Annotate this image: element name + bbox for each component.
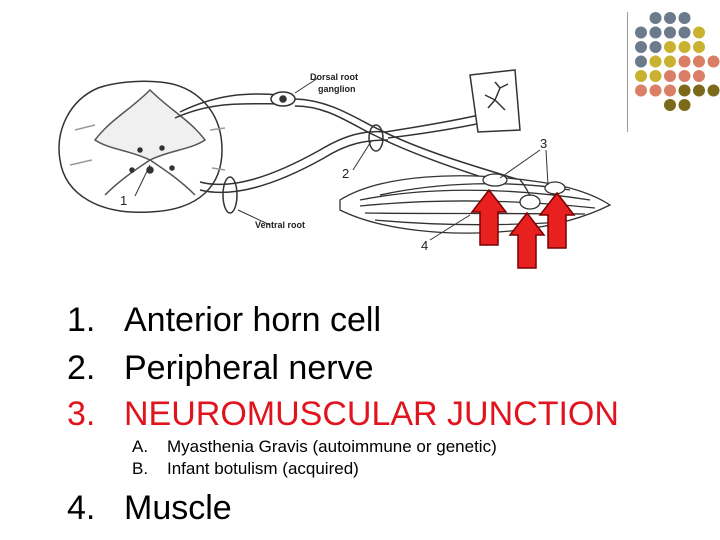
red-arrow-2 <box>508 211 546 269</box>
leader-lines <box>134 77 549 241</box>
decorative-dot <box>649 26 662 39</box>
decorative-dot <box>664 12 676 24</box>
list-item-text: Peripheral nerve <box>124 349 374 387</box>
decorative-dot <box>693 70 705 82</box>
list-item-number: 1. <box>67 301 96 339</box>
decorative-dot <box>635 84 647 97</box>
label-dorsal-root-line1: Dorsal root <box>310 72 358 82</box>
decorative-dot <box>678 84 691 97</box>
decorative-dot <box>678 70 691 82</box>
label-number-3: 3 <box>540 136 547 151</box>
decorative-dot <box>707 84 720 97</box>
peripheral-nerve <box>199 98 521 214</box>
decorative-dot <box>635 55 647 68</box>
decorative-dot <box>664 84 676 97</box>
list-item-number: 2. <box>67 349 96 387</box>
neuromuscular-diagram: Dorsal root ganglion Ventral root 1 2 3 … <box>58 69 612 269</box>
decorative-dot <box>649 55 662 68</box>
label-number-1: 1 <box>120 193 127 208</box>
list-item-text: NEUROMUSCULAR JUNCTION <box>124 395 619 433</box>
decorative-dot <box>649 12 662 24</box>
decorative-dot <box>664 99 676 111</box>
label-dorsal-root-line2: ganglion <box>318 84 356 94</box>
decorative-dot <box>693 41 705 53</box>
decorative-dot <box>664 55 676 68</box>
decorative-dot <box>693 84 705 97</box>
decorative-dot <box>678 99 691 111</box>
decorative-dot <box>649 41 662 53</box>
list-item-number: 3. <box>67 395 96 433</box>
decorative-dot <box>707 55 720 68</box>
sub-item-text: Infant botulism (acquired) <box>167 459 359 478</box>
decorative-dot <box>635 41 647 53</box>
decorative-dot-grid <box>635 12 720 111</box>
dorsal-root <box>174 91 296 119</box>
list-item-text: Muscle <box>124 489 232 527</box>
decorative-dot <box>664 26 676 39</box>
label-number-2: 2 <box>342 166 349 181</box>
red-arrow-1 <box>470 188 508 246</box>
muscle <box>339 173 612 234</box>
decorative-dot <box>649 84 662 97</box>
decorative-dot <box>678 41 691 53</box>
decorative-dot <box>664 70 676 82</box>
decorative-dot <box>635 26 647 39</box>
spinal-cord <box>58 80 226 214</box>
decorative-vertical-line <box>627 12 628 132</box>
decorative-dot <box>649 70 662 82</box>
decorative-dot <box>693 26 705 39</box>
list-item-number: 4. <box>67 489 96 527</box>
decorative-dot <box>664 41 676 53</box>
decorative-dot <box>678 12 691 24</box>
sub-item-letter: A. <box>132 437 149 456</box>
label-ventral-root: Ventral root <box>255 220 305 230</box>
sub-item-letter: B. <box>132 459 149 478</box>
sensory-receptor <box>469 69 521 133</box>
decorative-dot <box>693 55 705 68</box>
decorative-dot <box>635 70 647 82</box>
label-number-4: 4 <box>421 238 428 253</box>
decorative-dot <box>678 26 691 39</box>
red-arrow-3 <box>538 191 576 249</box>
decorative-dot <box>678 55 691 68</box>
sub-item-text: Myasthenia Gravis (autoimmune or genetic… <box>167 437 497 456</box>
junction-arrows <box>470 188 576 269</box>
list-item-text: Anterior horn cell <box>124 301 382 339</box>
